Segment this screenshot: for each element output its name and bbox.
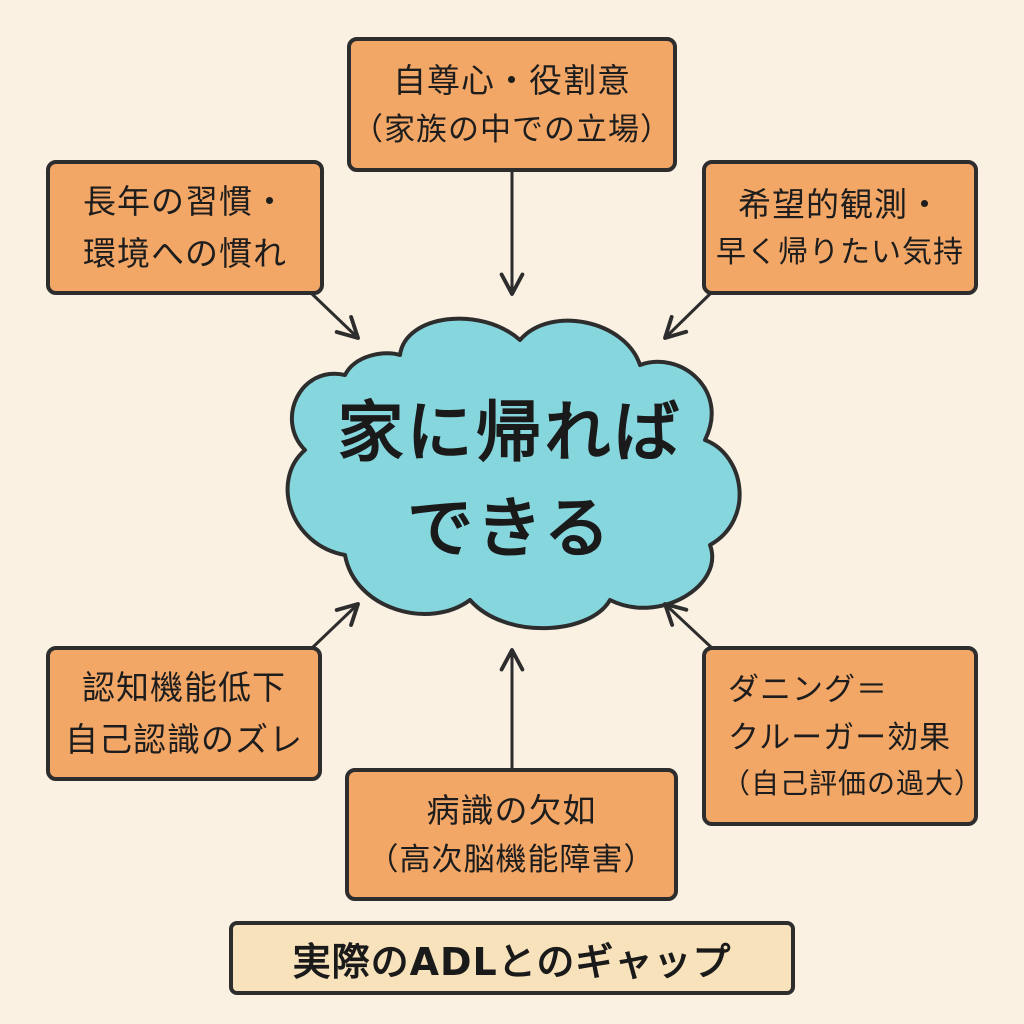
node-bottom-left-line-1: 認知機能低下 bbox=[82, 668, 286, 708]
center-concept: 家に帰れば できる bbox=[300, 385, 720, 576]
node-bottom: 病識の欠如 （高次脳機能障害） bbox=[345, 768, 678, 901]
node-bottom-line-2: （高次脳機能障害） bbox=[367, 842, 656, 879]
center-line-1: 家に帰れば bbox=[337, 394, 683, 471]
node-top-right: 希望的観測・ 早く帰りたい気持 bbox=[702, 160, 978, 295]
node-top-left-line-2: 環境への慣れ bbox=[83, 233, 287, 273]
node-bottom-left-line-2: 自己認識のズレ bbox=[65, 719, 303, 759]
node-top: 自尊心・役割意 （家族の中での立場） bbox=[347, 37, 677, 172]
node-top-left-line-1: 長年の習慣・ bbox=[83, 182, 287, 222]
node-top-right-line-1: 希望的観測・ bbox=[738, 184, 942, 224]
center-line-2: できる bbox=[407, 489, 613, 567]
arrow-bottom-right bbox=[663, 602, 714, 650]
arrow-top-left bbox=[308, 290, 360, 340]
node-bottom-right-line-2: クルーガー効果 bbox=[728, 720, 952, 757]
node-bottom-line-1: 病識の欠如 bbox=[426, 790, 597, 830]
node-bottom-right-line-1: ダニング＝ bbox=[728, 672, 888, 709]
node-bottom-right-line-3: （自己評価の過大） bbox=[722, 767, 984, 801]
node-top-line-1: 自尊心・役割意 bbox=[393, 60, 631, 100]
node-bottom-left: 認知機能低下 自己認識のズレ bbox=[46, 646, 322, 781]
node-bottom-right: ダニング＝ クルーガー効果 （自己評価の過大） bbox=[702, 646, 982, 826]
node-top-right-line-2: 早く帰りたい気持 bbox=[716, 234, 964, 270]
gap-label: 実際のADLとのギャップ bbox=[229, 921, 795, 995]
node-top-left: 長年の習慣・ 環境への慣れ bbox=[46, 160, 324, 295]
center-cloud bbox=[285, 316, 742, 631]
arrow-top-right bbox=[663, 290, 714, 340]
node-top-line-2: （家族の中での立場） bbox=[352, 112, 672, 149]
arrow-bottom-left bbox=[310, 602, 360, 650]
